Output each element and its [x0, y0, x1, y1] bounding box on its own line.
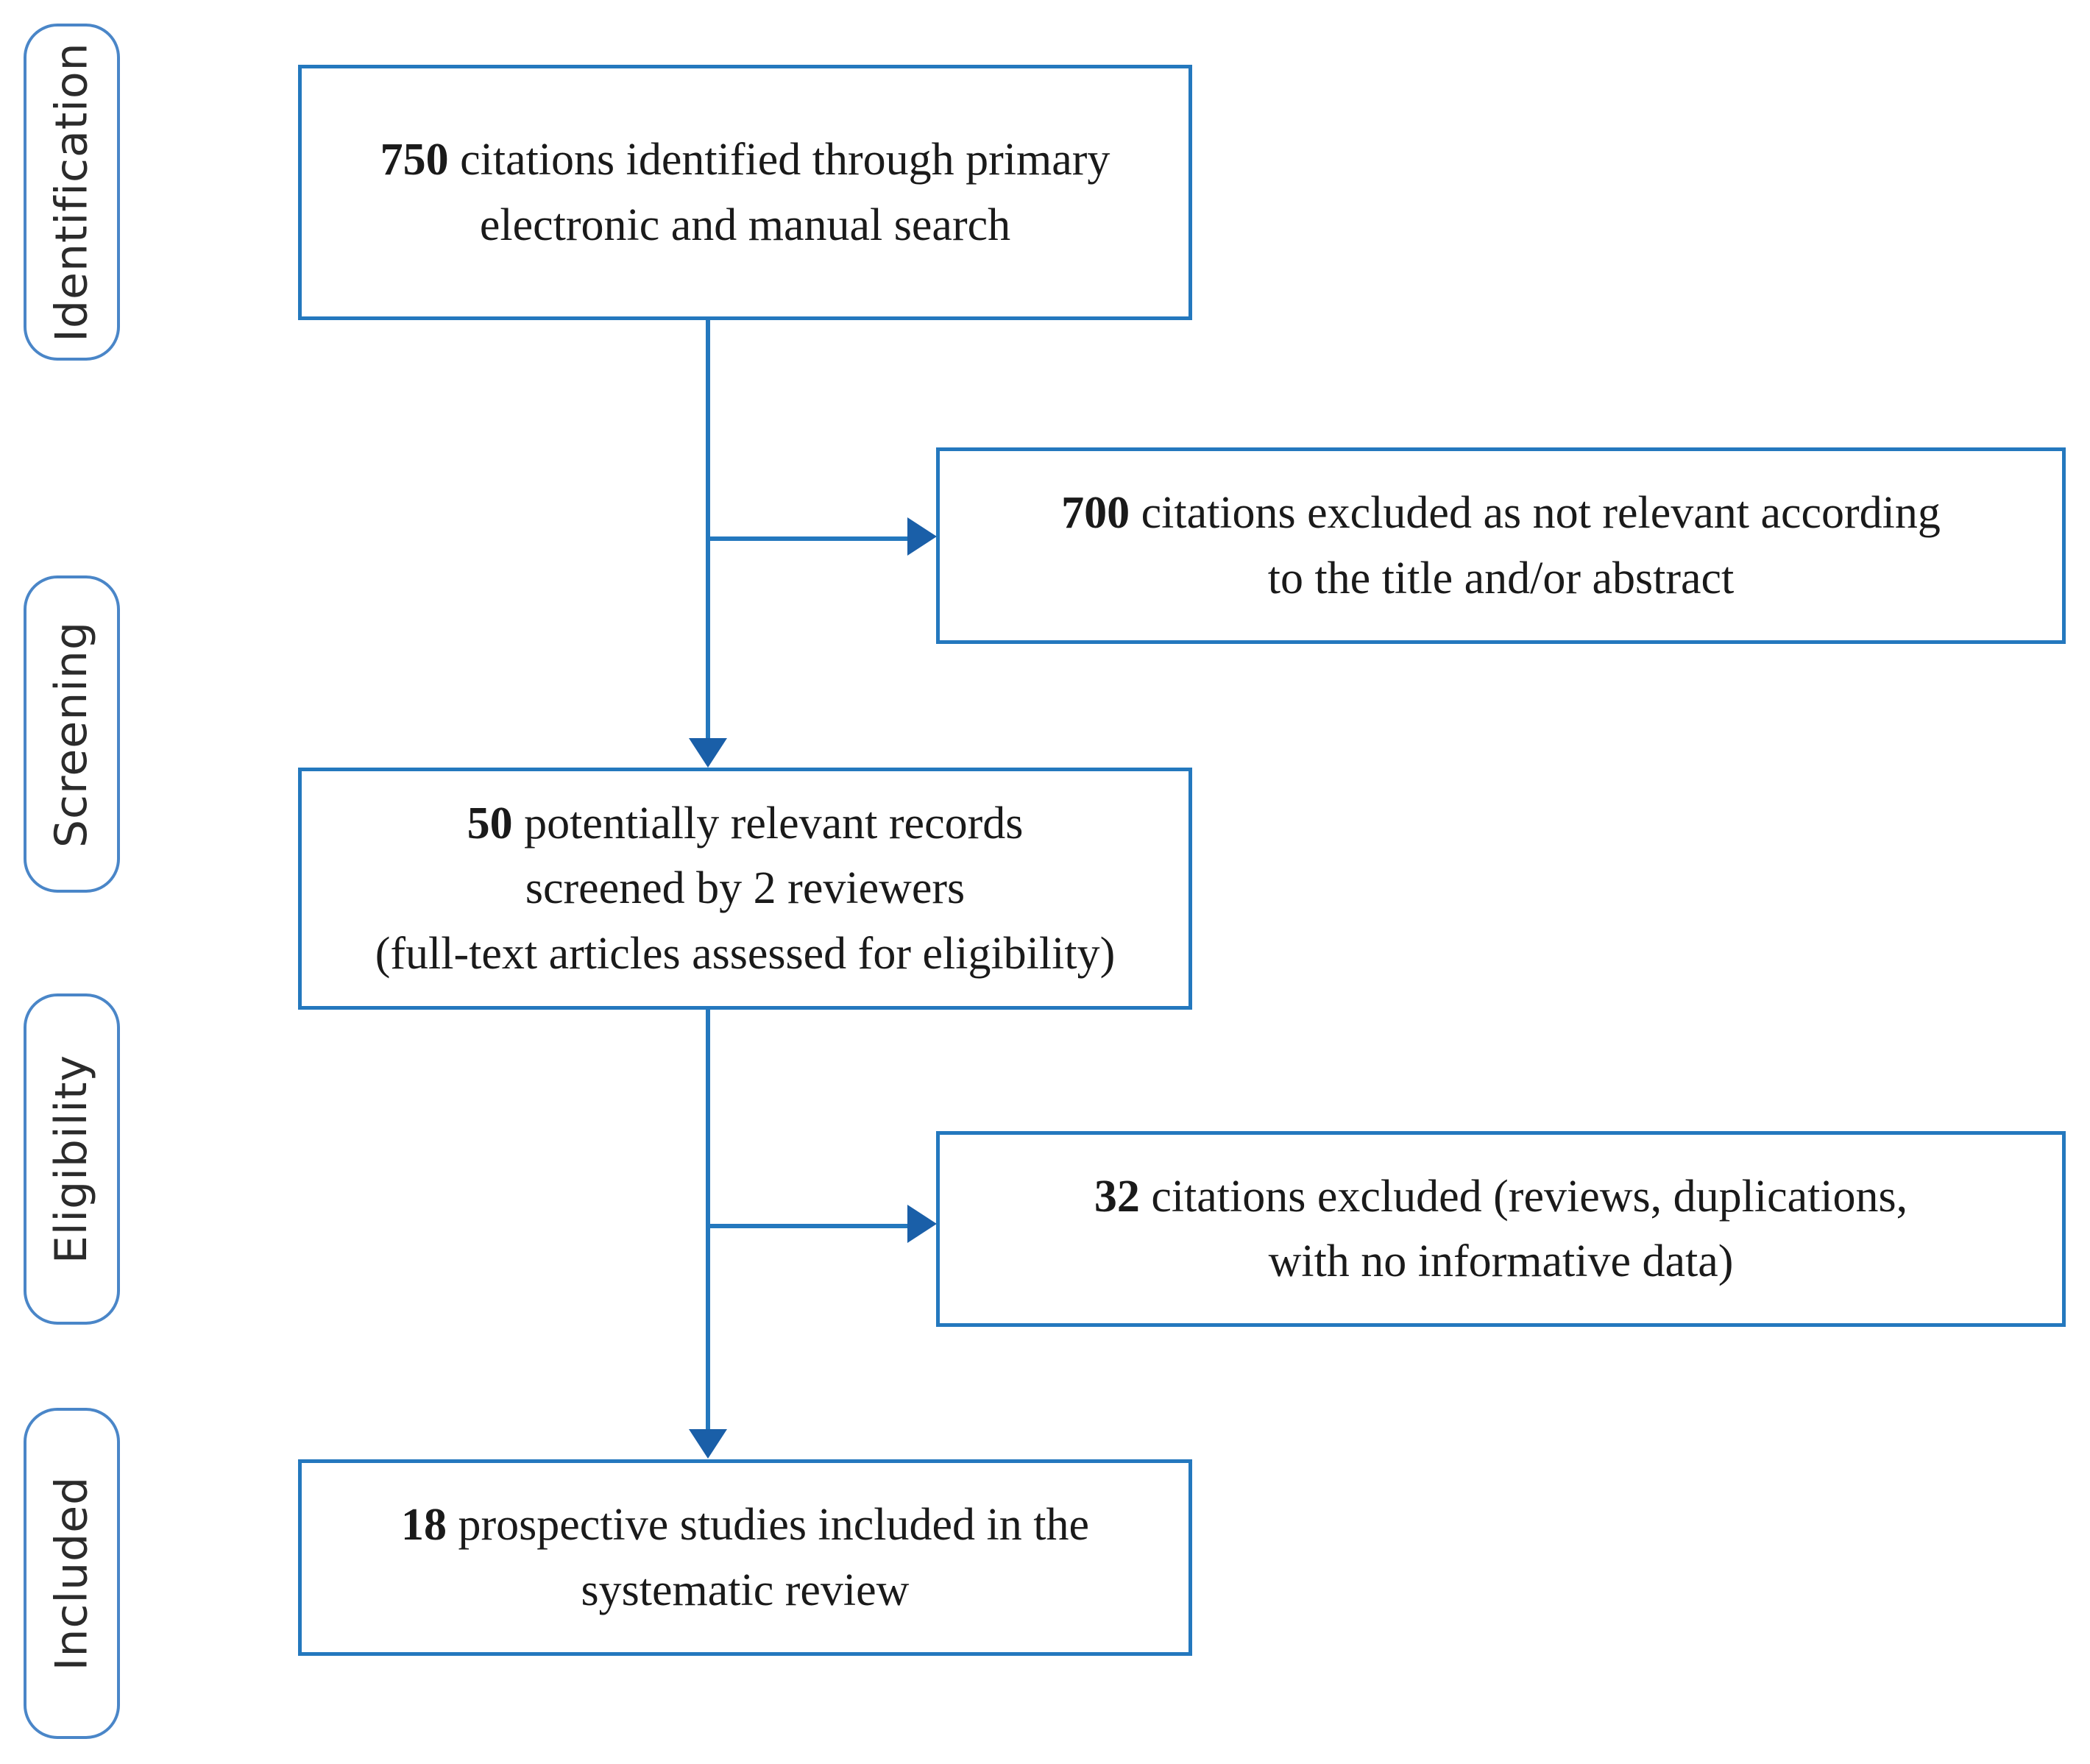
box-excluded-title-abstract-count: 700 [1061, 488, 1130, 539]
box-citations-identified-text: 750 citations identified through primary… [380, 127, 1110, 257]
box-citations-identified-count: 750 [380, 135, 449, 185]
stage-label-included: Included [24, 1408, 120, 1739]
arrow-right-to-excluded-fulltext [907, 1205, 937, 1243]
box-studies-included-line1: prospective studies included in the [458, 1500, 1089, 1551]
stage-label-screening: Screening [24, 575, 120, 893]
stage-label-included-text: Included [46, 1476, 98, 1671]
box-citations-identified-line2: electronic and manual search [479, 199, 1011, 250]
box-citations-identified-line1: citations identified through primary [460, 135, 1110, 185]
box-excluded-title-abstract: 700 citations excluded as not relevant a… [936, 447, 2066, 644]
connector-to-excluded-fulltext [706, 1224, 910, 1228]
stage-label-eligibility-text: Eligibility [46, 1054, 98, 1264]
stage-label-screening-text: Screening [46, 620, 98, 848]
box-excluded-fulltext: 32 citations excluded (reviews, duplicat… [936, 1131, 2066, 1327]
connector-screened-to-included [706, 1010, 710, 1431]
box-studies-included-line2: systematic review [581, 1565, 910, 1615]
box-records-screened-line3: (full-text articles assessed for eligibi… [375, 928, 1116, 979]
box-records-screened: 50 potentially relevant records screened… [298, 768, 1192, 1010]
arrow-right-to-excluded-title-abstract [907, 517, 937, 556]
box-studies-included: 18 prospective studies included in the s… [298, 1459, 1192, 1656]
arrow-down-to-included [689, 1429, 727, 1459]
box-excluded-title-abstract-line1: citations excluded as not relevant accor… [1141, 488, 1941, 539]
box-excluded-fulltext-line2: with no informative data) [1268, 1236, 1734, 1286]
box-records-screened-text: 50 potentially relevant records screened… [375, 791, 1115, 985]
stage-label-eligibility: Eligibility [24, 993, 120, 1325]
box-studies-included-text: 18 prospective studies included in the s… [401, 1492, 1089, 1622]
connector-identified-to-screened [706, 320, 710, 740]
box-records-screened-count: 50 [467, 798, 513, 849]
connector-to-excluded-title-abstract [706, 536, 910, 541]
box-excluded-fulltext-count: 32 [1094, 1171, 1140, 1222]
box-citations-identified: 750 citations identified through primary… [298, 65, 1192, 320]
arrow-down-to-screened [689, 738, 727, 768]
box-records-screened-line2: screened by 2 reviewers [525, 863, 966, 914]
box-excluded-title-abstract-line2: to the title and/or abstract [1267, 553, 1735, 603]
stage-label-identification: Identification [24, 24, 120, 361]
box-excluded-fulltext-text: 32 citations excluded (reviews, duplicat… [1094, 1164, 1907, 1294]
box-excluded-fulltext-line1: citations excluded (reviews, duplication… [1151, 1171, 1908, 1222]
box-excluded-title-abstract-text: 700 citations excluded as not relevant a… [1061, 481, 1941, 610]
box-studies-included-count: 18 [401, 1500, 447, 1551]
box-records-screened-line1: potentially relevant records [524, 798, 1024, 849]
stage-label-identification-text: Identification [46, 42, 98, 342]
